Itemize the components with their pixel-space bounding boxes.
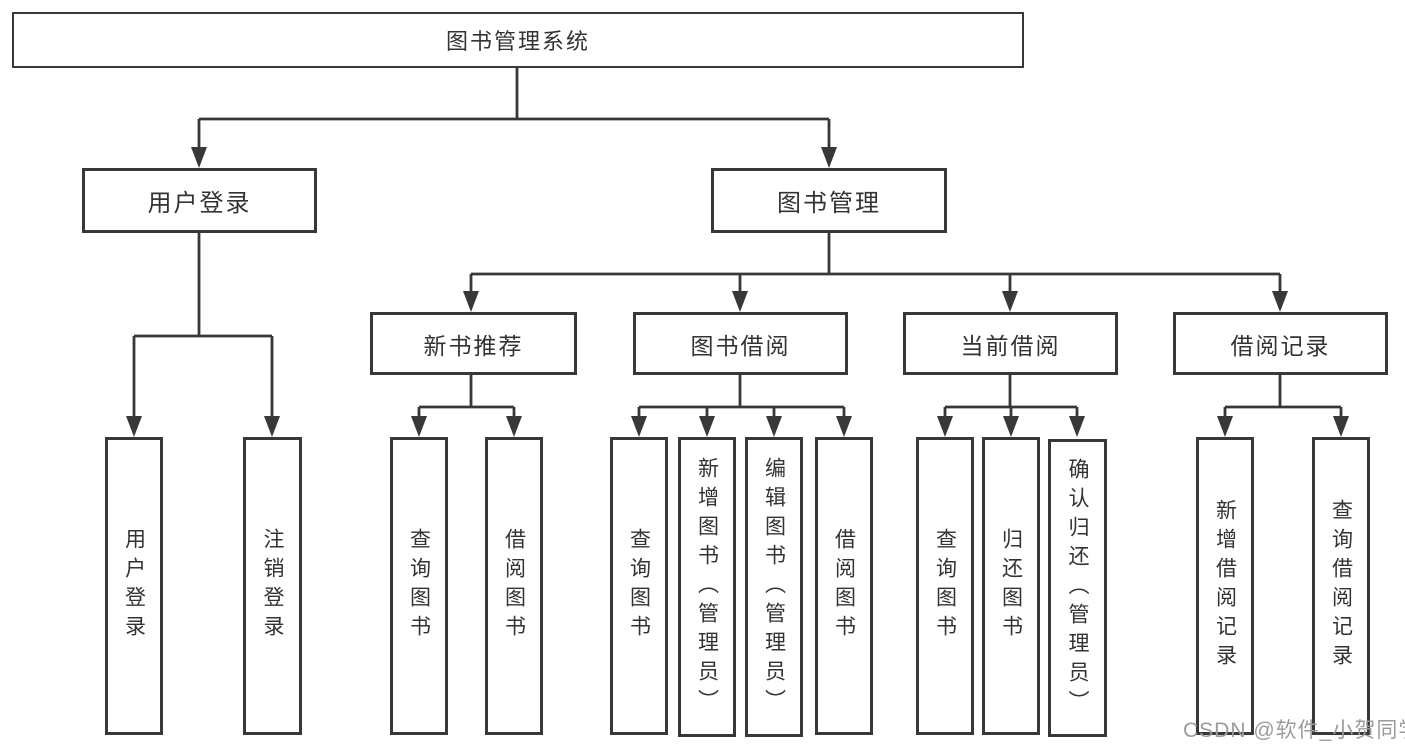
node-query-borrow-record: 查询借阅记录 <box>1312 437 1370 735</box>
node-book-borrowing: 图书借阅 <box>633 312 848 375</box>
node-borrow-books-action: 借阅图书 <box>815 437 873 735</box>
node-logout-action: 注销登录 <box>243 437 302 735</box>
arrowhead-icons <box>126 147 1349 437</box>
node-user-login: 用户登录 <box>82 168 317 233</box>
node-edit-books-admin: 编辑图书（管理员） <box>745 437 803 737</box>
node-query-books-borrowing: 查询图书 <box>610 437 668 735</box>
node-borrow-books-recommend: 借阅图书 <box>485 437 543 735</box>
node-query-books-current: 查询图书 <box>916 437 974 735</box>
node-user-login-action: 用户登录 <box>105 437 163 735</box>
node-borrowing-records: 借阅记录 <box>1173 312 1388 375</box>
node-book-management: 图书管理 <box>711 168 947 233</box>
node-add-books-admin: 新增图书（管理员） <box>678 437 736 737</box>
node-query-books-recommend: 查询图书 <box>390 437 448 735</box>
node-confirm-return-admin: 确认归还（管理员） <box>1048 439 1107 737</box>
node-add-borrow-record: 新增借阅记录 <box>1196 437 1254 735</box>
node-return-books: 归还图书 <box>982 437 1040 735</box>
node-library-management-system: 图书管理系统 <box>12 12 1024 68</box>
node-new-book-recommendation: 新书推荐 <box>370 312 577 375</box>
node-current-borrowing: 当前借阅 <box>903 312 1118 375</box>
watermark: CSDN @软件_小贺同学 <box>1183 719 1405 742</box>
